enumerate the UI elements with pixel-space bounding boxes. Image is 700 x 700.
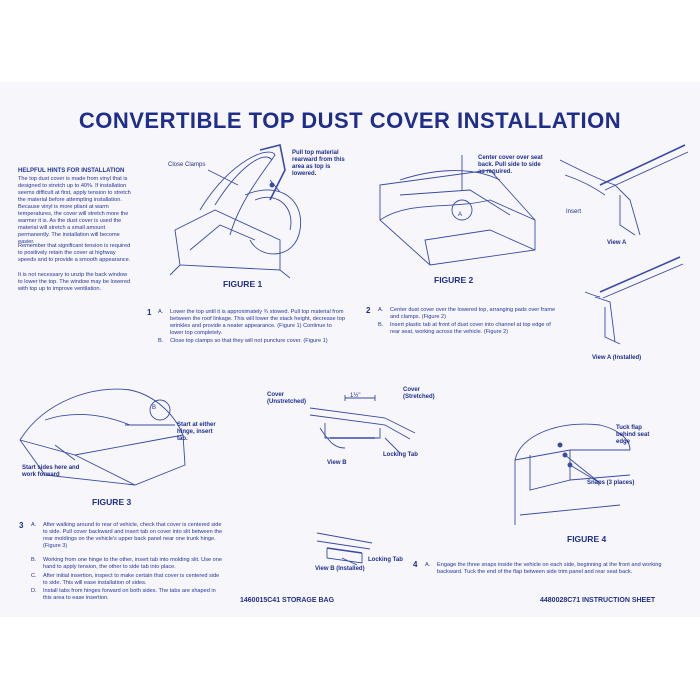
figure-3-label: FIGURE 3	[92, 497, 132, 507]
view-a-illustration	[559, 144, 689, 236]
step-3c-text: After initial insertion, inspect to make…	[43, 573, 220, 586]
step-2b-text: Insert plastic tab at front of dust cove…	[390, 322, 551, 335]
step-3a-letter: A.	[31, 522, 37, 528]
step-2a-text: Center dust cover over the lowered top, …	[390, 307, 556, 320]
step-4a-letter: A.	[425, 562, 431, 568]
hints-paragraph-3: It is not necessary to unzip the back wi…	[18, 272, 131, 292]
view-a-installed-illustration	[584, 256, 684, 345]
figure-2-illustration	[379, 155, 536, 266]
view-a-installed-label: View A (Installed)	[592, 355, 642, 361]
step-2b-letter: B.	[378, 322, 384, 328]
view-b-label: View B	[327, 460, 347, 466]
figure-4-illustration	[514, 423, 631, 525]
view-b-dimension: 1½"	[350, 393, 361, 399]
figure-4-callout-snaps: Snaps (3 places)	[587, 480, 635, 486]
step-3-number: 3	[19, 521, 24, 530]
footer-instruction-sheet-code: 4480028C71 INSTRUCTION SHEET	[540, 597, 656, 604]
view-b-installed-illustration	[316, 532, 373, 566]
view-b-illustration	[309, 395, 416, 454]
figure-3-illustration	[19, 388, 186, 486]
step-3a-text: After walking around to rear of vehicle,…	[43, 522, 223, 549]
view-a-insert-callout: Insert	[566, 209, 582, 215]
figure-2-callout-center: Center cover over seat back. Pull side t…	[478, 155, 543, 175]
view-b-installed-label: View B (Installed)	[315, 566, 365, 572]
view-b-locking-tab: Locking Tab	[383, 452, 418, 458]
step-1a-text: Lower the top until it is approximately …	[170, 309, 345, 336]
figure-2-label: FIGURE 2	[434, 275, 474, 285]
step-3d-text: Install tabs from hinges forward on both…	[43, 588, 216, 601]
step-3d-letter: D.	[31, 588, 37, 594]
hints-heading: HELPFUL HINTS FOR INSTALLATION	[18, 168, 125, 174]
figure-1-callout-pull: Pull top material rearward from this are…	[292, 150, 345, 177]
view-b-cover-unstretched: Cover (Unstretched)	[267, 392, 307, 405]
hints-paragraph-2: Remember that significant tension is req…	[18, 243, 131, 263]
figure-1-illustration	[169, 144, 302, 279]
figure-3-callout-sides: Start sides here and work forward	[22, 465, 80, 478]
view-a-label: View A	[607, 240, 627, 246]
step-1b-text: Close top clamps so that they will not p…	[170, 338, 328, 344]
figure-3-marker-b: B	[152, 405, 157, 411]
figure-4-callout-tuck: Tuck flap behind seat edge	[616, 425, 650, 445]
figure-4-label: FIGURE 4	[567, 534, 607, 544]
page-title: CONVERTIBLE TOP DUST COVER INSTALLATION	[78, 108, 622, 133]
figure-3-callout-start: Start at either hinge, insert tab.	[177, 422, 216, 442]
figure-1-label: FIGURE 1	[223, 279, 263, 289]
footer-storage-bag-code: 1460015C41 STORAGE BAG	[240, 597, 335, 604]
step-4-number: 4	[413, 560, 418, 569]
step-1-number: 1	[147, 308, 152, 317]
hints-paragraph-1: The top dust cover is made from vinyl th…	[18, 176, 131, 245]
step-3c-letter: C.	[31, 573, 37, 579]
step-4a-text: Engage the three snaps inside the vehicl…	[437, 562, 662, 575]
figure-1-callout-clamps: Close Clamps	[168, 162, 206, 168]
step-2a-letter: A.	[378, 307, 384, 313]
step-3b-text: Working from one hinge to the other, ins…	[43, 557, 222, 570]
step-3b-letter: B.	[31, 557, 37, 563]
step-2-number: 2	[366, 306, 371, 315]
step-1b-letter: B.	[158, 338, 164, 344]
step-1a-letter: A.	[158, 309, 164, 315]
view-b-cover-stretched: Cover (Stretched)	[403, 387, 435, 400]
figure-2-marker-a: A	[458, 212, 463, 218]
view-b-installed-locking-tab: Locking Tab	[368, 557, 403, 563]
